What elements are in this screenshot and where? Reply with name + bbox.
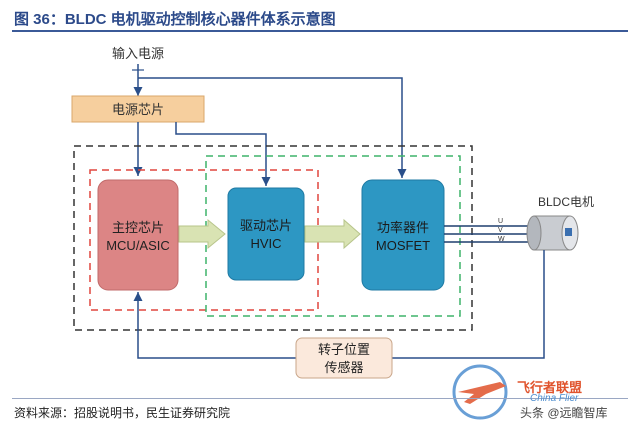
hvic-label-1: 驱动芯片 [240,218,292,233]
powerchip-to-hvic-line [175,122,271,186]
footer-rule [12,398,628,399]
red-dashed-frame [89,169,319,311]
hvic-label-2: HVIC [250,236,281,251]
hvic-to-mosfet-arrow [304,218,361,250]
mcu-to-hvic-arrow [178,218,226,250]
motor-icon [526,215,579,251]
watermark-text: 飞行者联盟 [517,380,583,395]
mcu-label-1: 主控芯片 [112,220,164,235]
mosfet-box [361,179,445,291]
motor-label: BLDC电机 [538,195,594,209]
sensor-to-mcu-line [133,292,296,359]
input-to-mosfet-line [138,77,407,178]
power-chip-label: 电源芯片 [112,102,164,117]
sensor-box [295,337,393,379]
sensor-label-2: 传感器 [324,360,363,375]
source-note: 资料来源：招股说明书，民生证券研究院 [14,406,231,420]
title-rule [12,30,628,32]
mcu-label-2: MCU/ASIC [106,238,170,253]
mosfet-label-2: MOSFET [376,238,430,253]
watermark-subtext: China Flier [530,393,579,404]
phase-v-label: V [498,227,503,234]
watermark-account: 头条 @远瞻智库 [520,406,608,420]
power-chip-box [71,95,205,123]
mosfet-label-1: 功率器件 [377,220,429,235]
watermark-plane-icon [452,364,508,420]
mcu-box [97,179,179,291]
phase-w-label: W [498,236,505,243]
sensor-label-1: 转子位置 [318,342,370,357]
motor-to-sensor-line [392,250,545,359]
hvic-box [227,187,305,281]
input-power-label: 输入电源 [112,46,164,61]
phase-u-label: U [498,218,503,225]
black-dashed-frame [73,145,473,331]
figure-title: 图 36：BLDC 电机驱动控制核心器件体系示意图 [14,11,336,28]
